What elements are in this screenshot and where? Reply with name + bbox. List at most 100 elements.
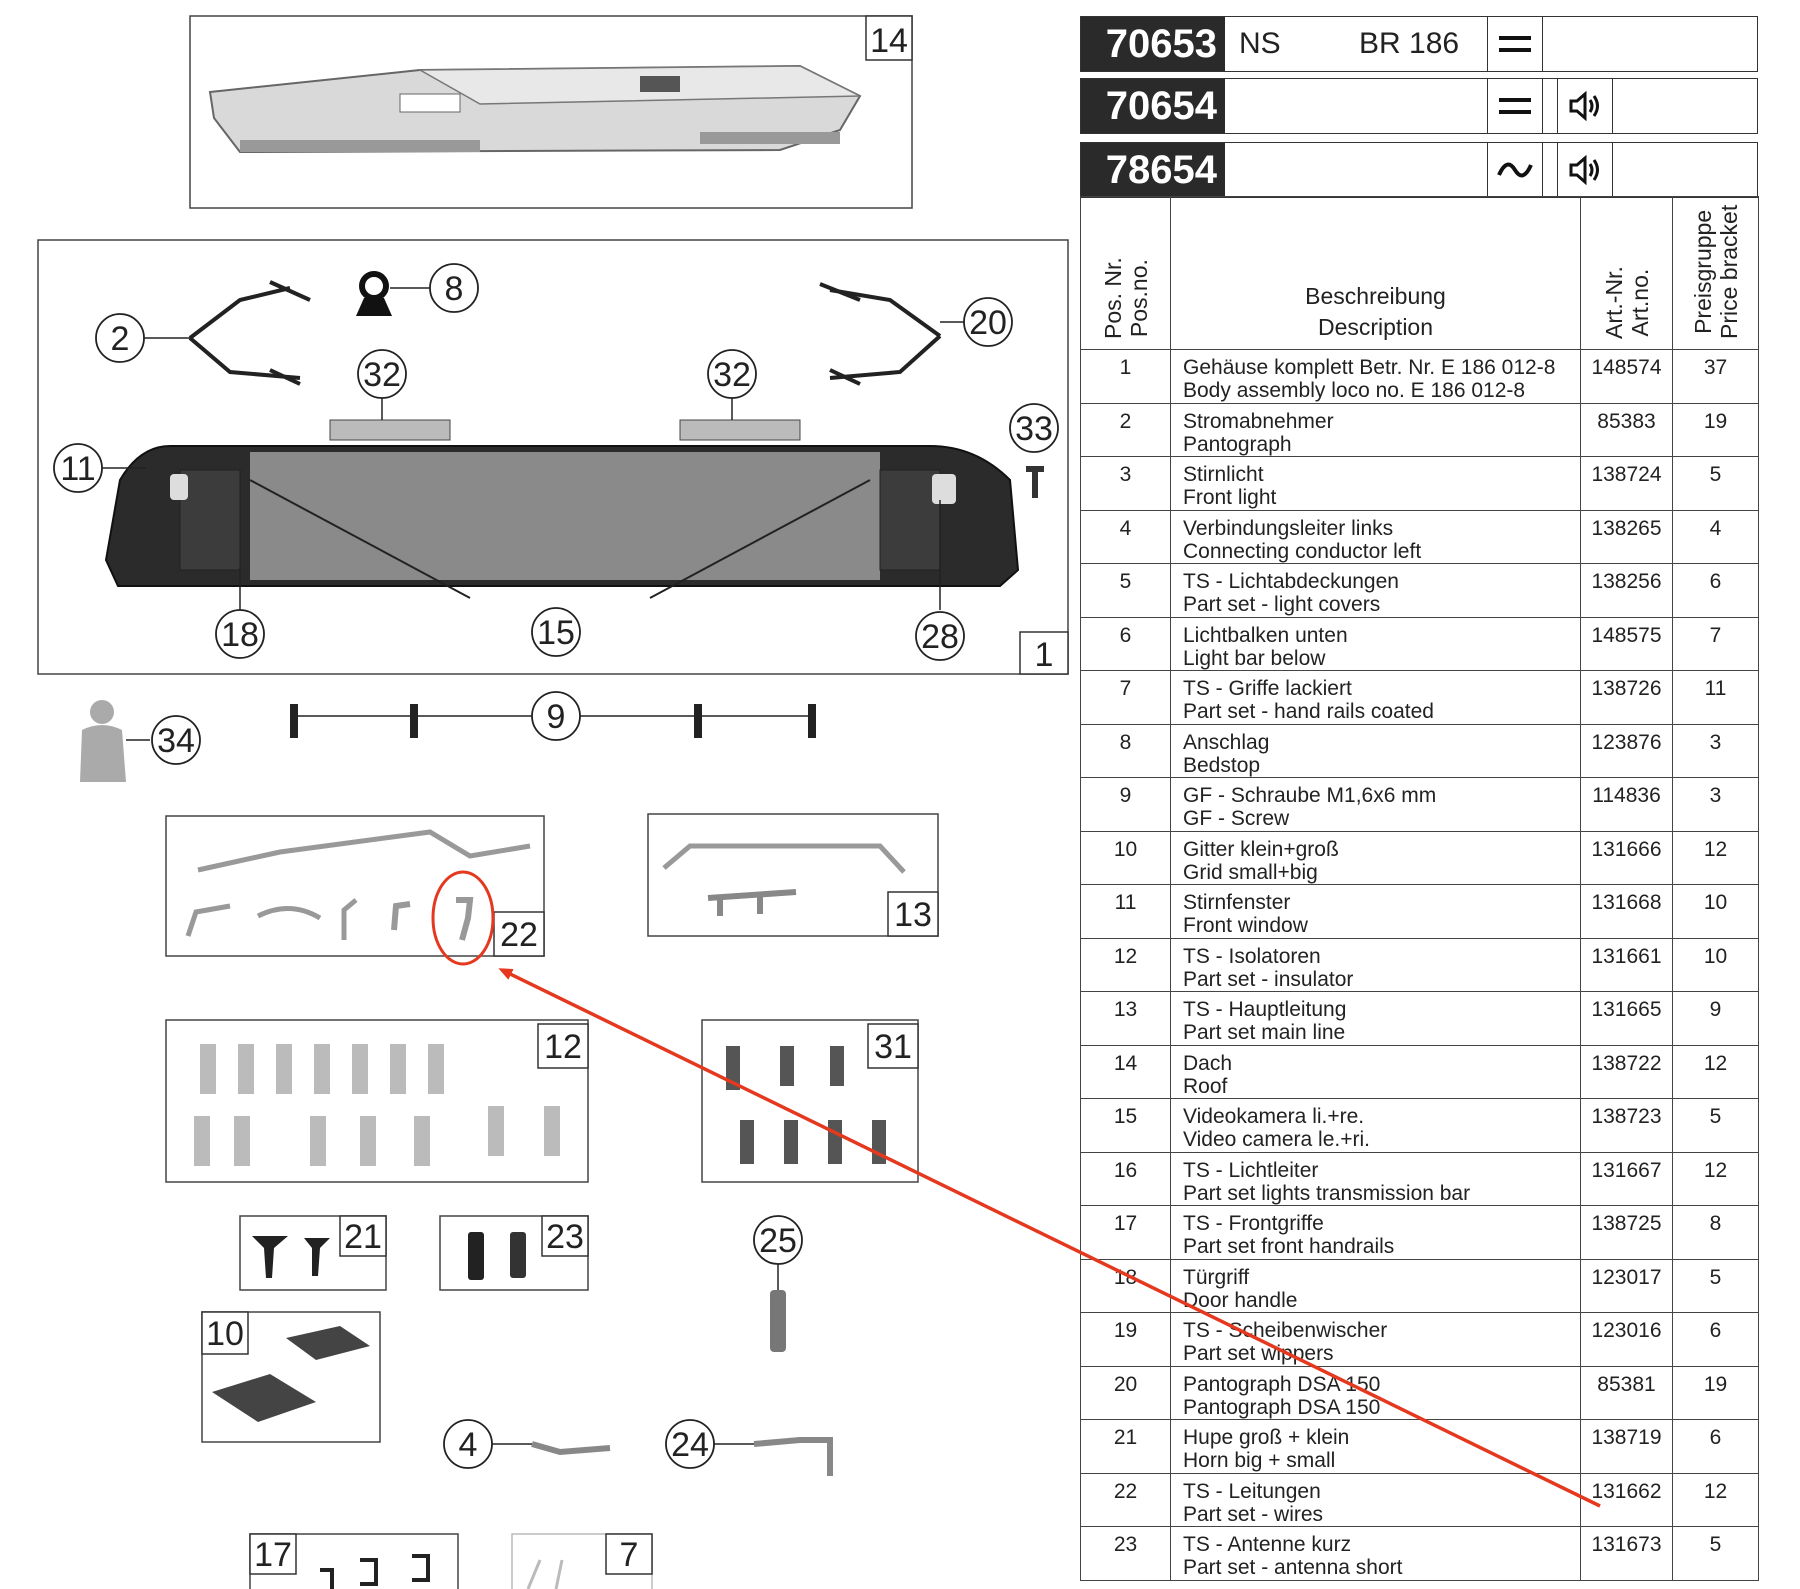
price-bracket-cell: 8 bbox=[1672, 1205, 1759, 1260]
article-number-cell: 138265 bbox=[1580, 509, 1673, 564]
description-en: Video camera le.+ri. bbox=[1183, 1128, 1370, 1151]
exploded-parts-diagram: 14 bbox=[37, 15, 1069, 1589]
callout-2: 2 bbox=[95, 313, 190, 363]
callout-24: 24 bbox=[665, 1419, 833, 1476]
article-number-cell: 138724 bbox=[1580, 456, 1673, 511]
screws-9: 9 bbox=[290, 691, 816, 741]
description-de: Pantograph DSA 150 bbox=[1183, 1372, 1381, 1396]
railway-name: NS bbox=[1239, 27, 1281, 60]
description-de: Stromabnehmer bbox=[1183, 409, 1334, 433]
header-article: Art.-Nr.Art.no. bbox=[1580, 196, 1673, 350]
callout-4: 4 bbox=[443, 1419, 611, 1469]
article-number: 78654 bbox=[1081, 143, 1225, 197]
header-price-de: Preisgruppe bbox=[1689, 209, 1716, 334]
article-number: 70653 bbox=[1081, 17, 1225, 71]
callout-28: 28 bbox=[915, 500, 965, 661]
description-en: Connecting conductor left bbox=[1183, 539, 1422, 563]
pos-cell: 6 bbox=[1080, 616, 1171, 671]
pos-cell: 1 bbox=[1080, 349, 1171, 404]
insulators-part-12: 12 bbox=[165, 1019, 589, 1183]
header-price-en: Price bracket bbox=[1715, 204, 1742, 339]
pos-cell: 12 bbox=[1080, 937, 1171, 992]
description-en: Roof bbox=[1183, 1074, 1228, 1098]
pos-cell: 9 bbox=[1080, 777, 1171, 832]
pos-cell: 3 bbox=[1080, 456, 1171, 511]
pos-cell: 8 bbox=[1080, 723, 1171, 778]
hand-rails-part-7: 7 bbox=[511, 1533, 653, 1589]
svg-text:28: 28 bbox=[921, 618, 959, 656]
box-label-1: 1 bbox=[1035, 636, 1054, 674]
description-de: TS - Lichtleiter bbox=[1183, 1158, 1319, 1182]
description-cell: Videokamera li.+re.Video camera le.+ri. bbox=[1170, 1098, 1581, 1153]
article-number-cell: 123876 bbox=[1580, 723, 1673, 778]
price-bracket-cell: 10 bbox=[1672, 937, 1759, 992]
description-en: GF - Screw bbox=[1183, 807, 1290, 830]
box-label-12: 12 bbox=[544, 1028, 582, 1066]
description-de: Türgriff bbox=[1183, 1265, 1250, 1289]
header-pos-en: Pos.no. bbox=[1125, 259, 1152, 338]
description-de: TS - Antenne kurz bbox=[1183, 1533, 1352, 1556]
callout-32-right: 32 bbox=[707, 349, 757, 420]
pos-cell: 18 bbox=[1080, 1258, 1171, 1313]
svg-text:34: 34 bbox=[157, 722, 195, 760]
description-de: Dach bbox=[1183, 1051, 1233, 1075]
article-number-cell: 131665 bbox=[1580, 991, 1673, 1046]
description-en: Pantograph bbox=[1183, 432, 1292, 456]
speaker-icon bbox=[1557, 79, 1613, 133]
pos-cell: 2 bbox=[1080, 402, 1171, 457]
price-bracket-cell: 5 bbox=[1672, 456, 1759, 511]
description-de: Gehäuse komplett Betr. Nr. E 186 012-8 bbox=[1183, 356, 1556, 379]
description-en: Grid small+big bbox=[1183, 860, 1318, 884]
price-bracket-cell: 5 bbox=[1672, 1098, 1759, 1153]
description-en: Light bar below bbox=[1183, 646, 1326, 670]
horn-part-21: 21 bbox=[239, 1215, 387, 1291]
article-number-cell: 148574 bbox=[1580, 349, 1673, 404]
price-bracket-cell: 3 bbox=[1672, 723, 1759, 778]
article-number-cell: 123017 bbox=[1580, 1258, 1673, 1313]
price-bracket-cell: 5 bbox=[1672, 1526, 1759, 1581]
box-label-17: 17 bbox=[254, 1536, 292, 1574]
article-number-cell: 138726 bbox=[1580, 670, 1673, 725]
price-bracket-cell: 4 bbox=[1672, 509, 1759, 564]
grid-part-10: 10 bbox=[201, 1311, 381, 1443]
callout-33: 33 bbox=[1009, 403, 1059, 453]
article-number-cell: 85381 bbox=[1580, 1365, 1673, 1420]
description-de: TS - Frontgriffe bbox=[1183, 1212, 1324, 1235]
pos-cell: 17 bbox=[1080, 1205, 1171, 1260]
price-bracket-cell: 19 bbox=[1672, 402, 1759, 457]
price-bracket-cell: 6 bbox=[1672, 563, 1759, 618]
price-bracket-cell: 19 bbox=[1672, 1365, 1759, 1420]
svg-text:32: 32 bbox=[713, 356, 751, 394]
article-row-78654: 78654 bbox=[1080, 142, 1758, 198]
wires-part-22: 22 bbox=[165, 815, 545, 957]
description-de: TS - Leitungen bbox=[1183, 1479, 1321, 1503]
description-de: Stirnlicht bbox=[1183, 463, 1264, 486]
article-number-cell: 138256 bbox=[1580, 563, 1673, 618]
article-number-cell: 131662 bbox=[1580, 1472, 1673, 1527]
callout-25: 25 bbox=[753, 1215, 803, 1352]
dc-icon bbox=[1487, 17, 1543, 71]
roof-part-14: 14 bbox=[189, 15, 913, 209]
